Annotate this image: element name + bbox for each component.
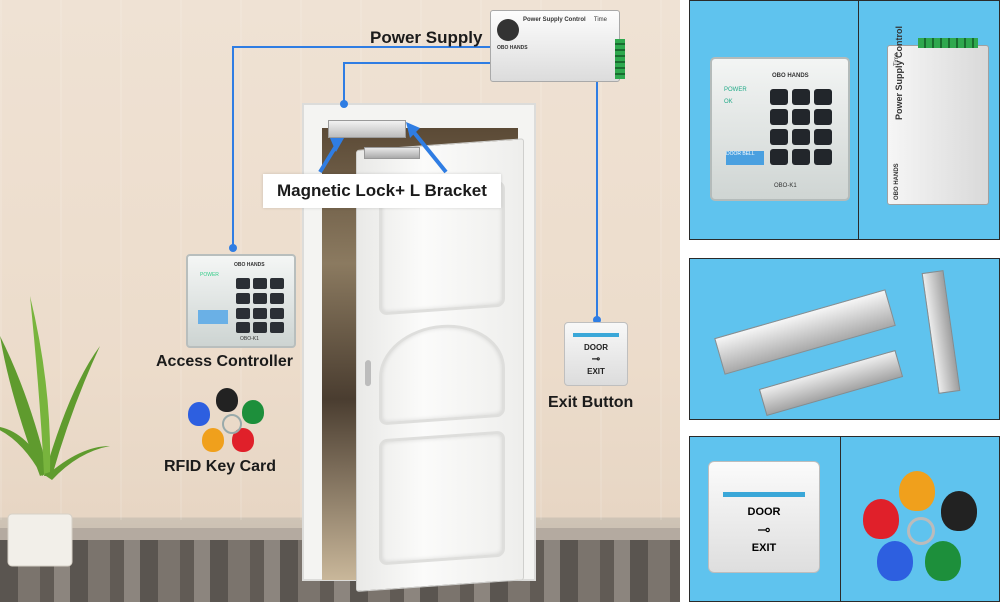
red-fob-icon [232, 428, 254, 452]
product-blue-fob-icon [877, 541, 913, 581]
keypad-model-text: OBO-K1 [774, 183, 797, 189]
card-rfid-fobs [840, 436, 1000, 602]
keypad-model: OBO-K1 [240, 336, 259, 342]
psu-product-title: Power Supply Control [894, 25, 904, 120]
exit-product-indicator [723, 492, 805, 497]
maglock-label: Magnetic Lock+ L Bracket [263, 174, 501, 208]
exit-exit-text: EXIT [587, 367, 605, 376]
psu-brand: OBO HANDS [497, 45, 528, 51]
power-supply-label: Power Supply [370, 28, 483, 47]
blue-fob-icon [188, 402, 210, 426]
keypad-product-image: POWER OK OBO HANDS DOOR BELL OBO-K1 [710, 57, 850, 201]
l-bracket [364, 147, 420, 159]
psu-title: Power Supply Control [523, 17, 586, 23]
access-controller-label: Access Controller [156, 353, 293, 370]
exit-door-text: DOOR [584, 343, 608, 352]
keypad-ok-text: OK [724, 99, 733, 105]
card-exit-button: DOOR ⊸ EXIT [689, 436, 841, 602]
keypad-brand-text: OBO HANDS [772, 73, 809, 79]
wire-exit-vertical [596, 74, 598, 318]
product-keypad [770, 89, 832, 165]
power-supply-unit: Power Supply Control OBO HANDS Time [490, 10, 625, 82]
psu-time: Time [593, 17, 607, 23]
psu-product-image: Power Supply Control OBO HANDS Time [887, 26, 989, 205]
product-black-fob-icon [941, 491, 977, 531]
wire-node-controller [229, 244, 237, 252]
brand-logo-icon [497, 19, 519, 41]
product-yellow-fob-icon [899, 471, 935, 511]
card-magnetic-lock [689, 258, 1000, 420]
exit-product-door: DOOR [747, 506, 781, 518]
psu-terminals [918, 38, 978, 48]
door-panel-bottom [379, 430, 505, 566]
wire-controller-vertical [232, 46, 234, 246]
l-bracket-side-image [921, 270, 961, 394]
product-red-fob-icon [863, 499, 899, 539]
access-controller-device: POWER OBO HANDS OBO-K1 [186, 254, 296, 348]
wire-node-lock [340, 100, 348, 108]
wire-lock-vertical [343, 62, 345, 106]
card-reader-area [198, 310, 228, 324]
magnetic-lock [328, 120, 406, 138]
exit-product-image: DOOR ⊸ EXIT [708, 461, 820, 573]
product-green-fob-icon [925, 541, 961, 581]
potted-plant [0, 296, 110, 567]
card-power-supply: Power Supply Control OBO HANDS Time [858, 0, 1000, 240]
exit-product-key-icon: ⊸ [757, 522, 771, 539]
l-bracket-product-image [758, 349, 904, 417]
rfid-label: RFID Key Card [164, 458, 277, 475]
wire-controller-horizontal [232, 46, 490, 48]
door-bell-text: DOOR BELL [726, 151, 764, 165]
black-fob-icon [216, 388, 238, 412]
keypad-brand: OBO HANDS [234, 262, 265, 268]
psu-product-time: Time [894, 52, 900, 66]
arrow-icons [318, 122, 448, 174]
keypad [236, 278, 284, 334]
door-panel-middle [379, 320, 505, 426]
keypad-power: POWER [200, 272, 219, 278]
exit-indicator [573, 333, 619, 337]
door-handle [365, 359, 371, 387]
psu-product-brand: OBO HANDS [894, 163, 900, 200]
key-icon: ⊸ [591, 354, 601, 365]
green-fob-icon [242, 400, 264, 424]
terminal-block [615, 39, 625, 79]
exit-button-device: DOOR ⊸ EXIT [564, 322, 628, 386]
installation-scene: Power Supply Control OBO HANDS Time Powe… [0, 0, 680, 602]
card-access-controller: POWER OK OBO HANDS DOOR BELL OBO-K1 [689, 0, 859, 240]
yellow-fob-icon [202, 428, 224, 452]
keypad-power-text: POWER [724, 87, 747, 93]
exit-product-exit: EXIT [751, 542, 777, 554]
wire-lock-horizontal [343, 62, 490, 64]
key-ring-icon [222, 414, 242, 434]
wire-node-exit [593, 316, 601, 324]
exit-button-label: Exit Button [548, 394, 634, 411]
product-key-ring-icon [907, 517, 935, 545]
